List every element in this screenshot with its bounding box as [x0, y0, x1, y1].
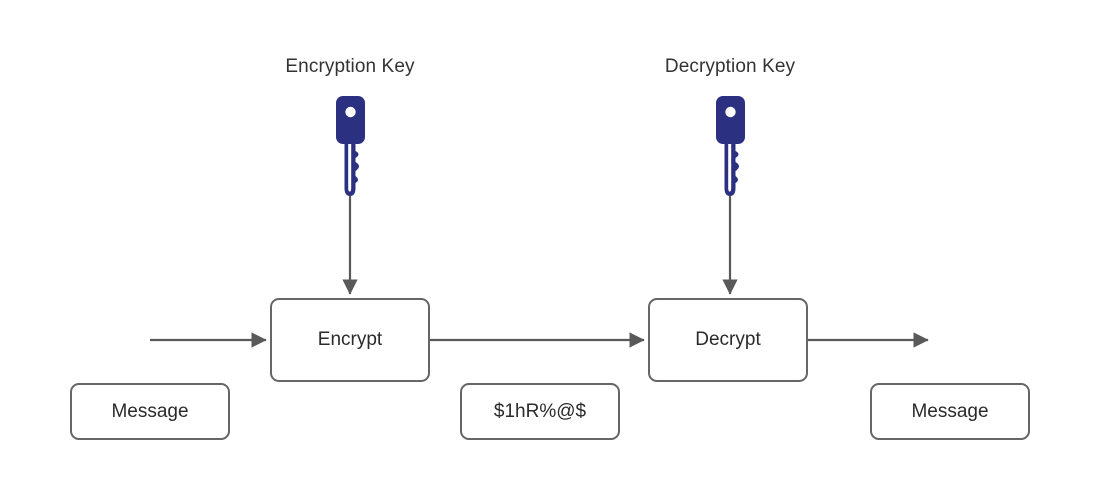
decryption-key-label: Decryption Key [664, 56, 796, 77]
key-icon [716, 96, 745, 196]
encryption-key-label: Encryption Key [285, 56, 415, 77]
message-output-node[interactable]: Message [870, 383, 1030, 440]
decrypt-node[interactable]: Decrypt [648, 298, 808, 382]
key-icon [336, 96, 365, 196]
message-input-node[interactable]: Message [70, 383, 230, 440]
ciphertext-node[interactable]: $1hR%@$ [460, 383, 620, 440]
encrypt-node[interactable]: Encrypt [270, 298, 430, 382]
